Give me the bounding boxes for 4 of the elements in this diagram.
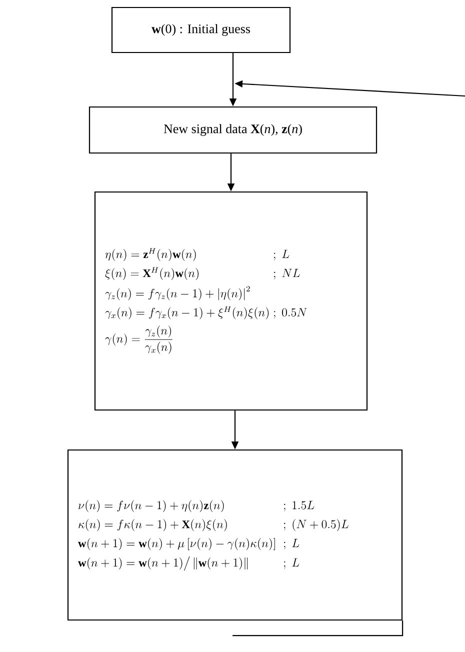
process-box: New signal data X(n), z(n) [88, 106, 378, 154]
process-box: $\eta(n) = \mathbf{z}^{H}(n)\mathbf{w}(n)$ $;\ L$ $\xi(n) = \mathbf{X}^{H}(n)\mathbf{w}(n)$ $;\ NL$ $\gamma_{z}(n) = f\gamma_{z}(n-1) + \left|\eta(n)\right|^{2}$ $\gamma_{x}(n) = f\gamma_{x}(n-1) + \xi^{H}(n)\xi(n)$ $;\ 0.5N$ $\gamma(n) = \frac{\gamma_{z}(n)}{\gamma_{x}(n)}$ [94, 191, 368, 411]
process-box: $\nu(n) = f\nu(n-1) + \eta(n)\mathbf{z}(n)$ $;\ 1.5L$ $\kappa(n) = f\kappa(n-1) + \mathbf{X}(n)\xi(n)$ $;\ (N+0.5)L$ $\mathbf{w}(n+1) = \mathbf{w}(n) + \mu\left[\nu(n) - \gamma(n)\kappa(n)\right]$ $;\ L$ $\mathbf{w}(n+1) = \mathbf{w}(n+1)\big/\left\|\mathbf{w}(n+1)\right\|$ $;\ L$ [67, 449, 403, 621]
process-box: w(0) : Initial guess [111, 6, 291, 54]
